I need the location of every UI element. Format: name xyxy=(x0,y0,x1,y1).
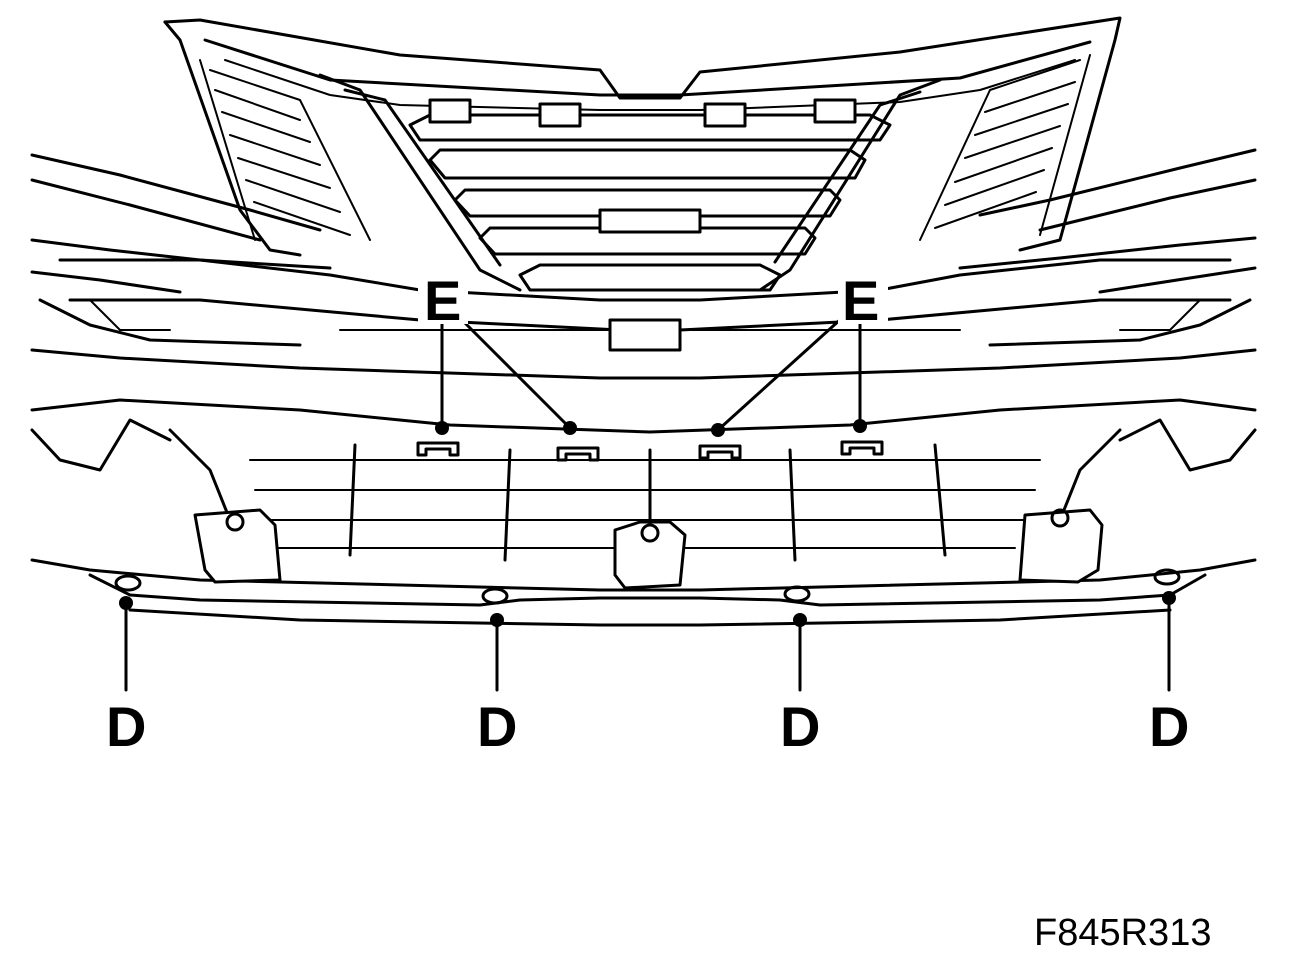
e-dot-4 xyxy=(853,419,867,433)
callout-d-2: D xyxy=(477,695,517,758)
bumper-side-curves xyxy=(30,148,1257,294)
lower-grille xyxy=(30,418,1257,627)
upper-grille-frame xyxy=(163,16,1122,292)
e-dot-3 xyxy=(711,423,725,437)
callout-e-left: E xyxy=(424,269,461,332)
callout-d-3: D xyxy=(780,695,820,758)
e-dot-1 xyxy=(435,421,449,435)
e-dot-2 xyxy=(563,421,577,435)
figure-id: F845R313 xyxy=(1034,912,1212,954)
callout-e-right: E xyxy=(842,269,879,332)
e-leader-lines xyxy=(435,316,867,437)
e-clips xyxy=(416,440,884,462)
d-leader-lines xyxy=(119,591,1176,692)
callout-d-1: D xyxy=(106,695,146,758)
cross-bar xyxy=(30,258,1257,434)
callout-d-4: D xyxy=(1149,695,1189,758)
